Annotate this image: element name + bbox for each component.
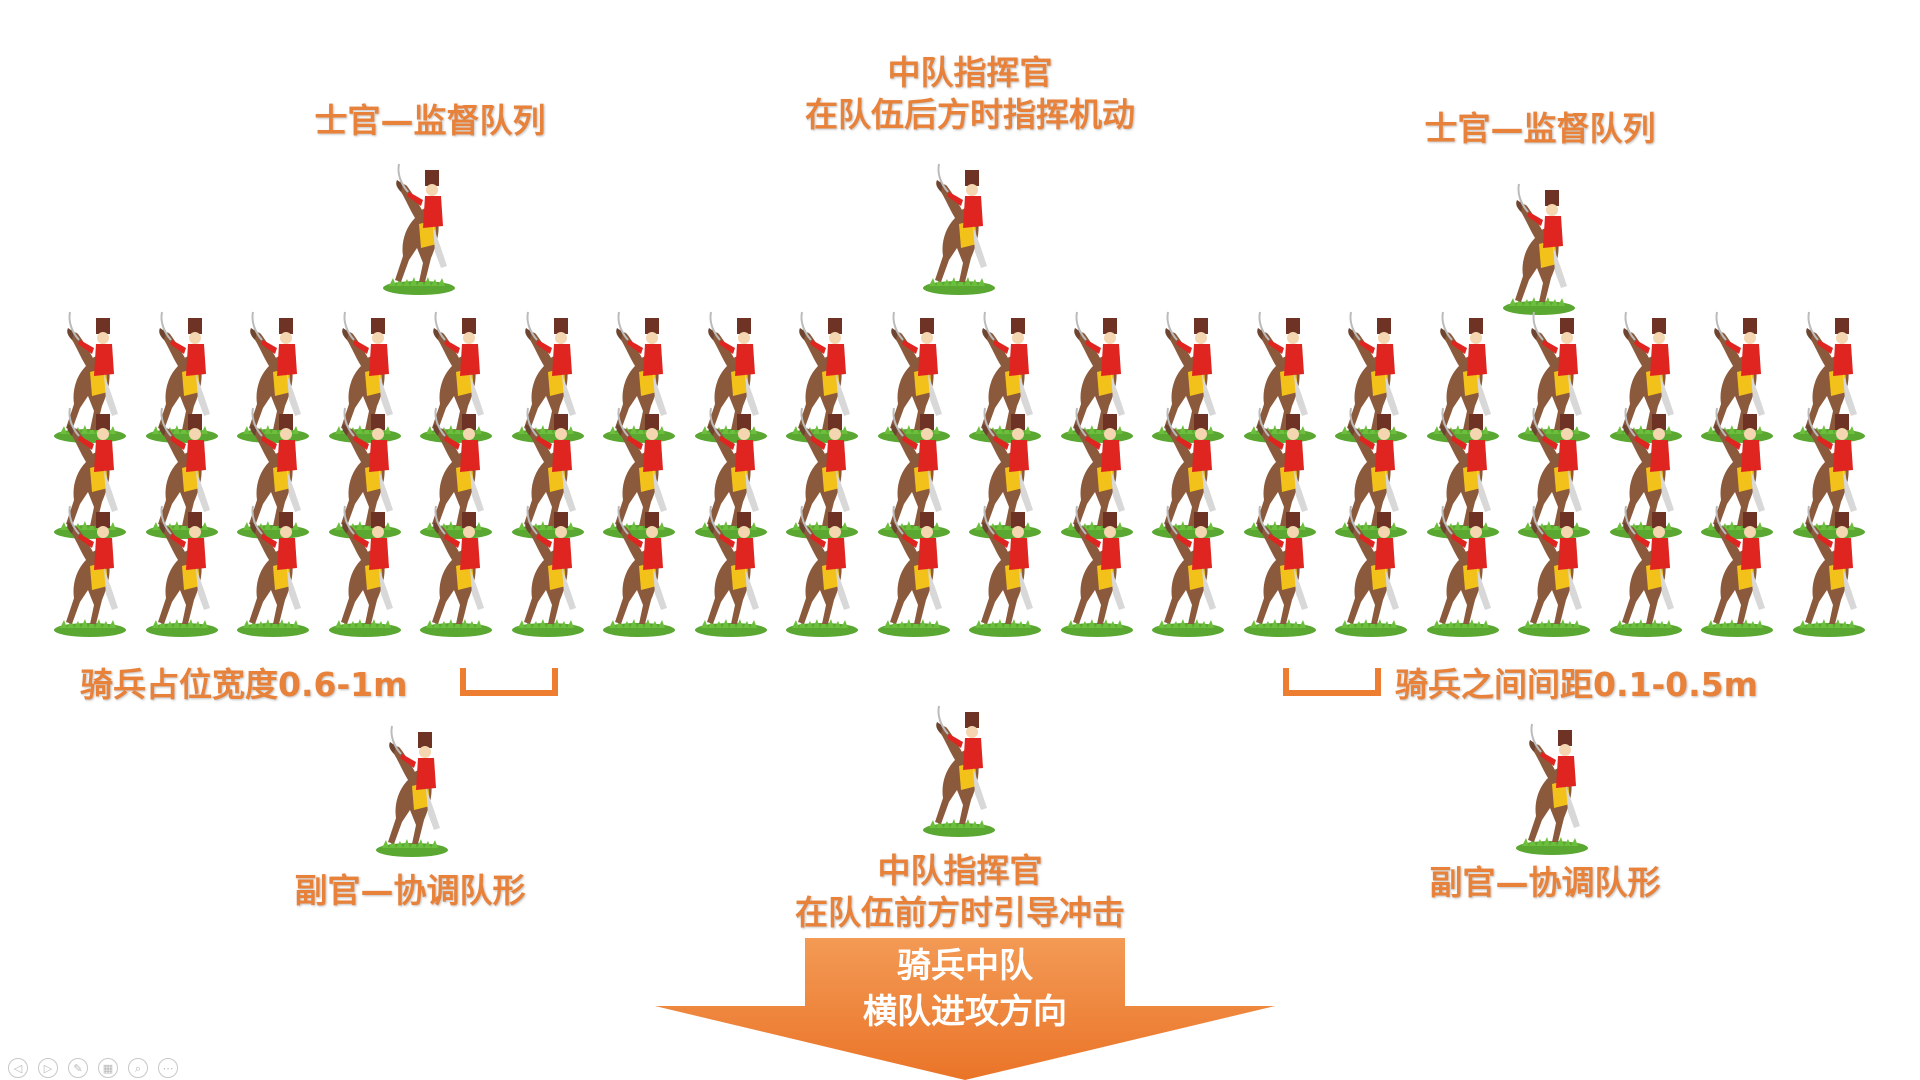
cavalry-rider: [504, 490, 592, 640]
cavalry-rider: [1785, 490, 1873, 640]
deputy-right-label: 副官—协调队形: [1429, 863, 1661, 902]
commander-front-role: 在队伍前方时引导冲击: [795, 893, 1125, 932]
sergeant-left-label: 士官—监督队列: [314, 101, 546, 140]
cavalry-rider: [412, 490, 500, 640]
deputy-right-figure: [1508, 708, 1596, 858]
cavalry-rider: [1510, 490, 1598, 640]
arrow-title: 骑兵中队: [897, 946, 1033, 986]
next-icon[interactable]: ▷: [38, 1058, 58, 1078]
cavalry-rider: [1053, 490, 1141, 640]
cavalry-rider: [1419, 490, 1507, 640]
sergeant-left-figure: [375, 148, 463, 298]
attack-direction-arrow: [655, 938, 1275, 1080]
cavalry-rider: [595, 490, 683, 640]
rider-gap-label: 骑兵之间间距0.1-0.5m: [1395, 665, 1758, 704]
cavalry-rider: [46, 490, 134, 640]
commander-front-label: 中队指挥官 在队伍前方时引导冲击: [750, 850, 1170, 934]
commander-rear-role: 在队伍后方时指挥机动: [805, 95, 1135, 134]
commander-front-title: 中队指挥官: [877, 851, 1043, 890]
cavalry-rider: [1236, 490, 1324, 640]
cavalry-rider: [229, 490, 317, 640]
cavalry-rider: [1144, 490, 1232, 640]
cavalry-rider: [1693, 490, 1781, 640]
deputy-left-figure: [368, 710, 456, 860]
rider-gap-bracket: [1283, 668, 1381, 696]
more-icon[interactable]: ⋯: [158, 1058, 178, 1078]
cavalry-rider: [870, 490, 958, 640]
cavalry-rider: [687, 490, 775, 640]
cavalry-rider: [1327, 490, 1415, 640]
pen-icon[interactable]: ✎: [68, 1058, 88, 1078]
slides-icon[interactable]: ▦: [98, 1058, 118, 1078]
cavalry-rider: [961, 490, 1049, 640]
commander-rear-figure: [915, 148, 1003, 298]
presentation-toolbar: ◁ ▷ ✎ ▦ ⌕ ⋯: [8, 1058, 178, 1080]
prev-icon[interactable]: ◁: [8, 1058, 28, 1078]
commander-rear-title: 中队指挥官: [887, 53, 1053, 92]
zoom-icon[interactable]: ⌕: [128, 1058, 148, 1078]
deputy-left-label: 副官—协调队形: [294, 871, 526, 910]
cavalry-rider: [1602, 490, 1690, 640]
commander-rear-label: 中队指挥官 在队伍后方时指挥机动: [760, 52, 1180, 136]
cavalry-rider: [321, 490, 409, 640]
rider-width-bracket: [460, 668, 558, 696]
cavalry-rider: [778, 490, 866, 640]
cavalry-rider: [138, 490, 226, 640]
commander-front-figure: [915, 690, 1003, 840]
sergeant-right-label: 士官—监督队列: [1424, 109, 1656, 148]
arrow-subtitle: 横队进攻方向: [863, 992, 1067, 1032]
rider-width-label: 骑兵占位宽度0.6-1m: [80, 665, 408, 704]
